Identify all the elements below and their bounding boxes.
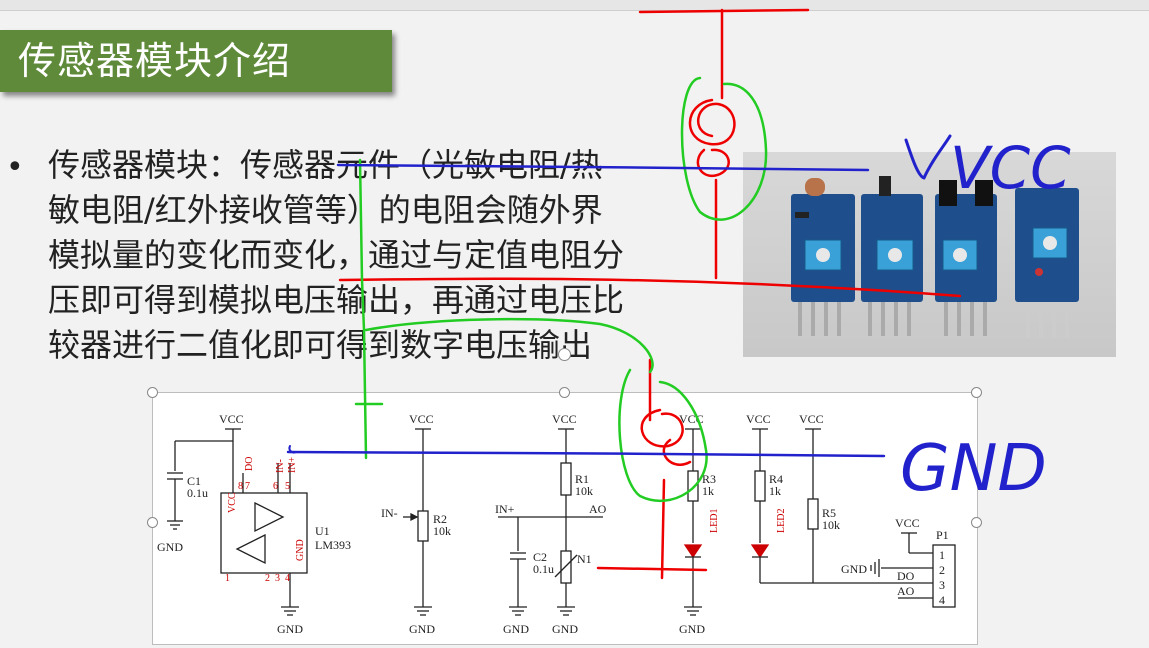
body-line: 压即可得到模拟电压输出，再通过电压比 (48, 281, 625, 319)
bullet-text: 传感器模块：传感器元件（光敏电阻/热 敏电阻/红外接收管等）的电阻会随外界 模拟… (48, 143, 728, 368)
r5-value: 10k (822, 518, 840, 532)
gnd-label: GND (841, 562, 867, 576)
sensor-module-thermistor (861, 176, 923, 336)
c2-value: 0.1u (533, 562, 554, 576)
pin-number: 4 (939, 593, 945, 607)
pin-number: 8 (238, 481, 243, 492)
pin-vcc-label: VCC (227, 492, 238, 513)
pin-number: 1 (939, 548, 945, 562)
resize-handle[interactable] (971, 517, 982, 528)
resize-handle[interactable] (147, 387, 158, 398)
r3-value: 1k (702, 484, 714, 498)
sensor-module-photoresistor (791, 178, 855, 336)
vcc-label: VCC (219, 412, 244, 426)
pin-in-plus-label: IN+ (287, 456, 298, 473)
pin-number: 3 (275, 573, 280, 584)
vcc-label: VCC (746, 412, 771, 426)
vcc-label: VCC (679, 412, 704, 426)
gnd-label: GND (679, 622, 705, 636)
body-line: 较器进行二值化即可得到数字电压输出 (48, 326, 593, 364)
resize-handle[interactable] (971, 387, 982, 398)
r3-label: R3 (702, 472, 716, 486)
p1-label: P1 (936, 528, 949, 542)
led2-label: LED2 (776, 509, 787, 533)
r1-label: R1 (575, 472, 589, 486)
vcc-label: VCC (799, 412, 824, 426)
body-line: 模拟量的变化而变化，通过与定值电阻分 (48, 236, 625, 274)
led1-label: LED1 (709, 509, 720, 533)
gnd-label: GND (503, 622, 529, 636)
gnd-label: GND (552, 622, 578, 636)
pin-number: 5 (285, 481, 290, 492)
pin-gnd-label: GND (295, 539, 306, 561)
ao-label: AO (897, 584, 915, 598)
vcc-label: VCC (895, 516, 920, 530)
slide-title-box: 传感器模块介绍 (0, 30, 392, 92)
gnd-label: GND (409, 622, 435, 636)
sensor-module-generic (1015, 188, 1079, 338)
pin-in-minus-label: IN- (275, 459, 286, 473)
n1-label: N1 (577, 552, 592, 566)
pin-number: 4 (285, 573, 290, 584)
pin-number: 2 (939, 563, 945, 577)
vcc-label: VCC (552, 412, 577, 426)
in-plus-label: IN+ (495, 502, 515, 516)
bullet-marker: • (6, 150, 24, 185)
c1-label: C1 (187, 474, 201, 488)
gnd-label: GND (277, 622, 303, 636)
sensor-module-infrared (935, 180, 997, 336)
pin-number: 1 (225, 573, 230, 584)
body-line: 传感器模块：传感器元件（光敏电阻/热 (48, 146, 603, 184)
pin-do-label: DO (244, 457, 255, 471)
rotate-handle[interactable] (558, 348, 571, 361)
resize-handle[interactable] (147, 517, 158, 528)
r1-value: 10k (575, 484, 593, 498)
body-line: 敏电阻/红外接收管等）的电阻会随外界 (48, 191, 603, 229)
u1-part: LM393 (315, 538, 351, 552)
pin-number: 2 (265, 573, 270, 584)
pin-number: 7 (245, 481, 250, 492)
c1-value: 0.1u (187, 486, 208, 500)
top-bar (0, 0, 1149, 11)
c2-label: C2 (533, 550, 547, 564)
u1-label: U1 (315, 524, 330, 538)
r5-label: R5 (822, 506, 836, 520)
sensor-modules-photo (743, 152, 1116, 357)
slide-title: 传感器模块介绍 (18, 39, 292, 83)
pin-number: 3 (939, 578, 945, 592)
r2-label: R2 (433, 512, 447, 526)
in-minus-label: IN- (381, 506, 398, 520)
gnd-annotation: GND (900, 432, 1047, 506)
r4-label: R4 (769, 472, 783, 486)
vcc-annotation: VCC (950, 134, 1071, 202)
r2-value: 10k (433, 524, 451, 538)
do-label: DO (897, 569, 915, 583)
r4-value: 1k (769, 484, 781, 498)
ao-label: AO (589, 502, 607, 516)
vcc-label: VCC (409, 412, 434, 426)
resize-handle[interactable] (559, 387, 570, 398)
pin-number: 6 (273, 481, 278, 492)
gnd-label: GND (157, 540, 183, 554)
